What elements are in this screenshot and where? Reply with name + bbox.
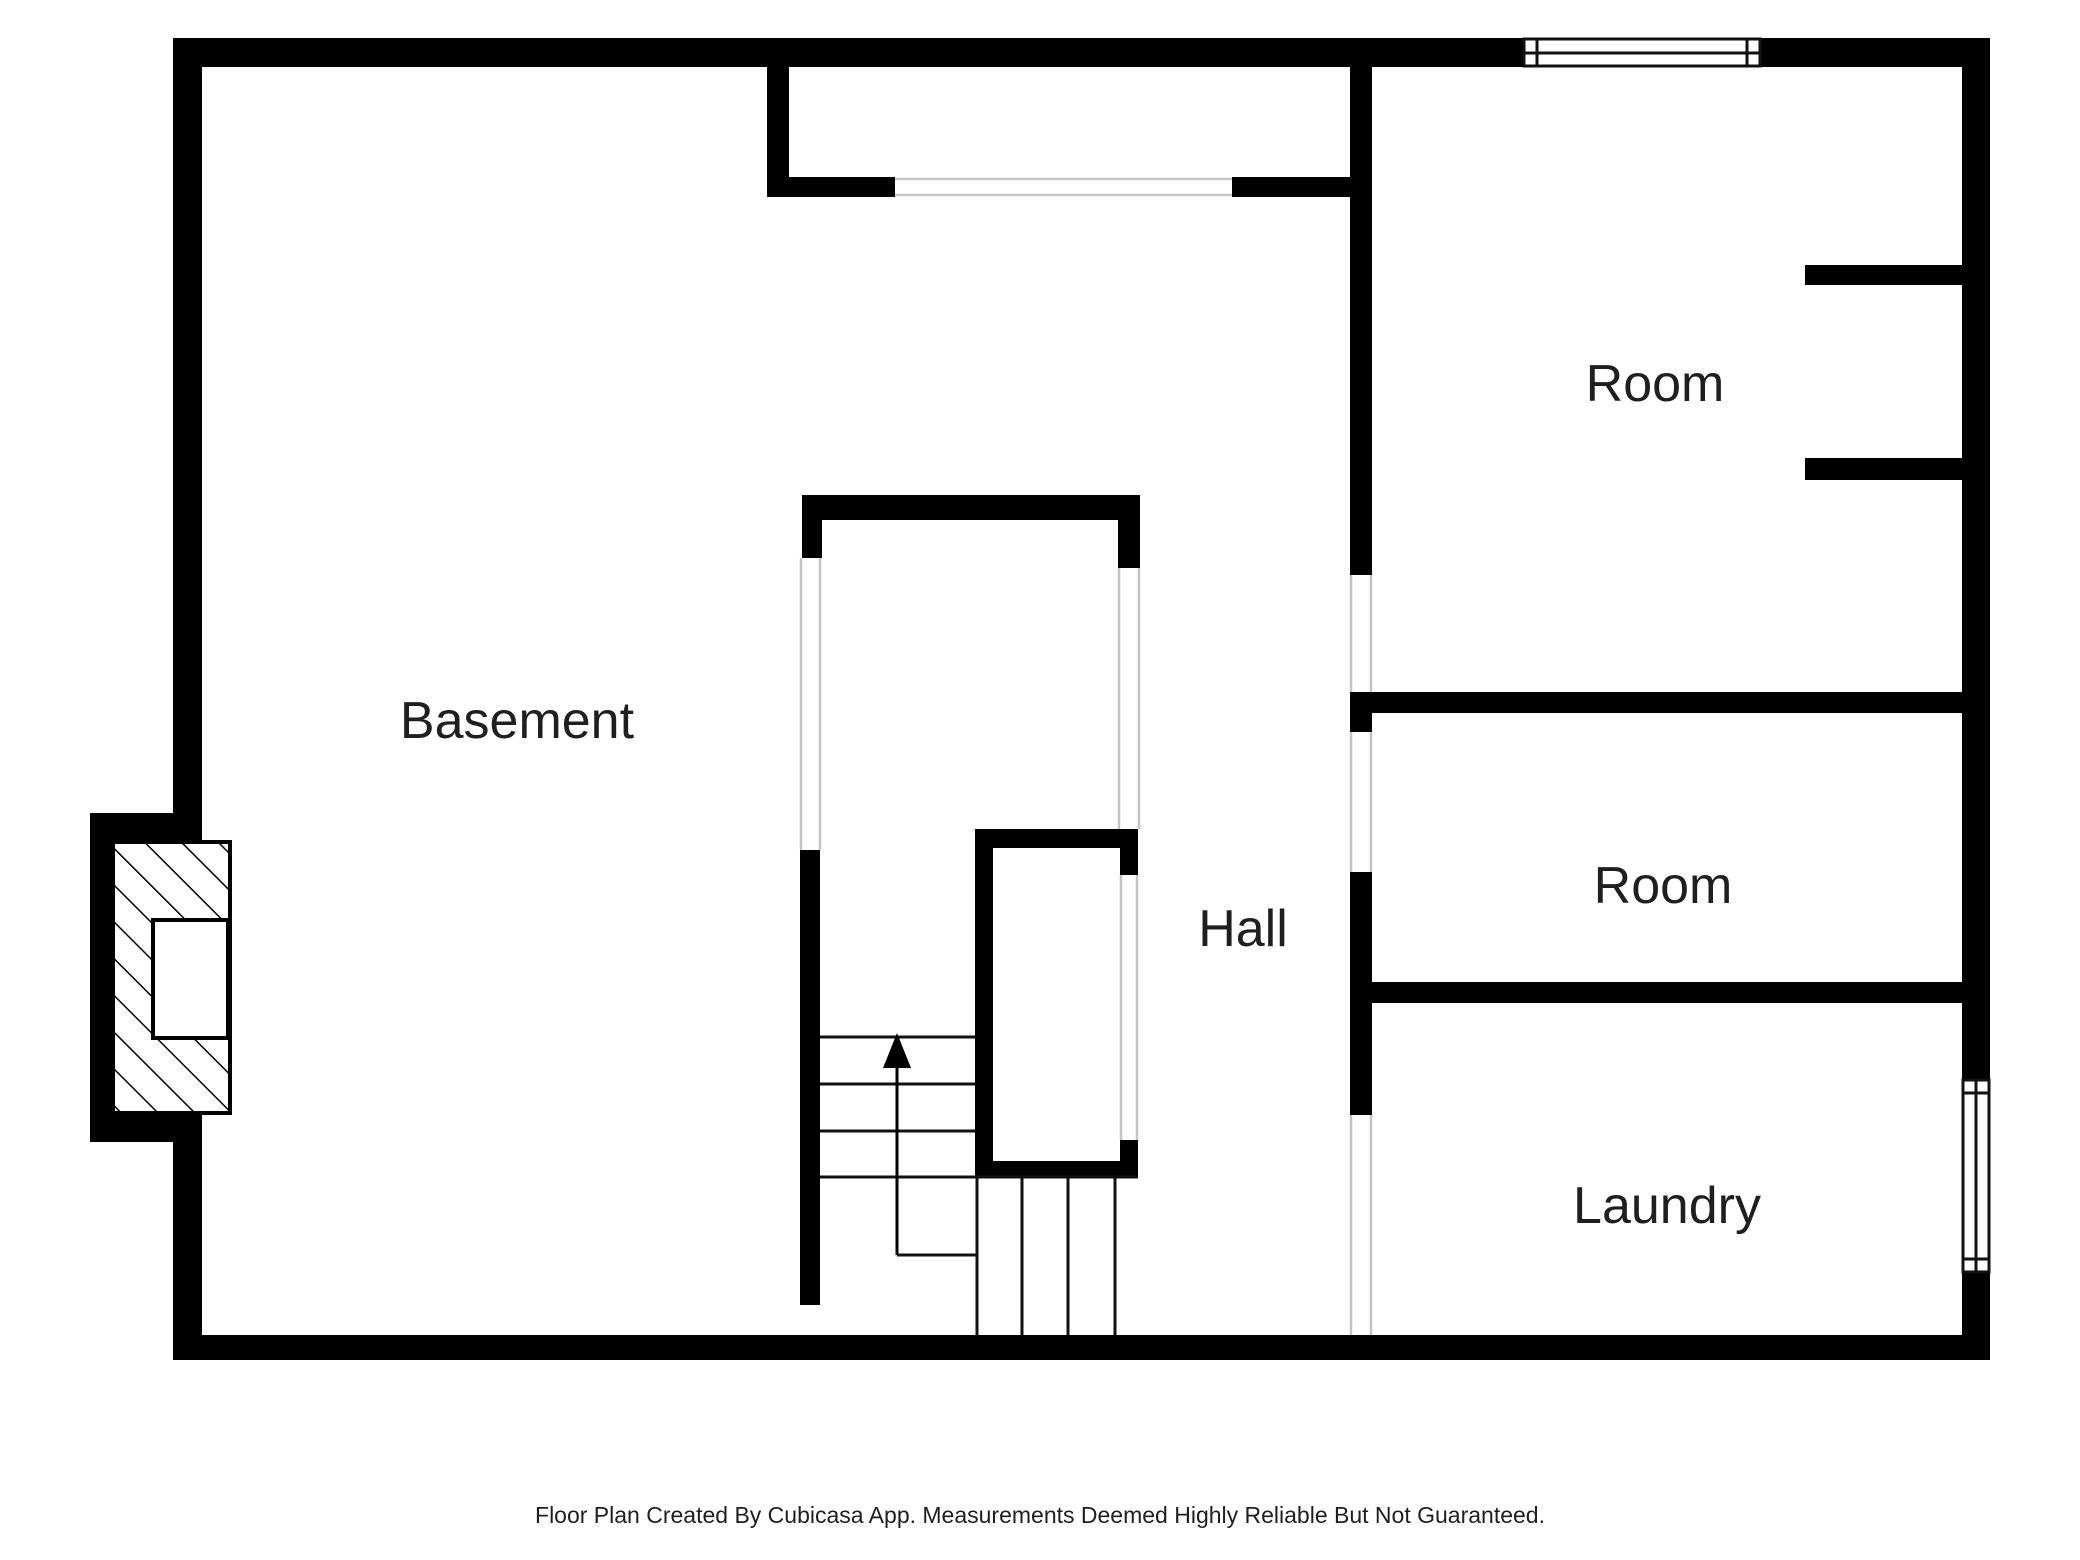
wall-top-right-segment bbox=[1760, 38, 1990, 67]
room-middle-label: Room bbox=[1594, 857, 1733, 915]
chimney-bottom-bar bbox=[90, 1113, 202, 1142]
wall-notch-horizontal-west bbox=[767, 177, 895, 197]
wall-bottom bbox=[173, 1335, 1990, 1360]
wall-closet-stub-upper bbox=[1805, 265, 1962, 285]
wall-openings bbox=[799, 177, 1373, 1335]
laundry-label: Laundry bbox=[1573, 1177, 1761, 1235]
wall-landing-left bbox=[975, 848, 993, 1178]
exterior-walls bbox=[173, 38, 1990, 1360]
up-arrow-icon bbox=[883, 1033, 911, 1255]
wall-landing-bottom bbox=[975, 1161, 1138, 1178]
room-labels: Basement Hall Room Room Laundry bbox=[400, 355, 1761, 1235]
wall-divider-room2-laundry bbox=[1372, 982, 1962, 1003]
wall-landing-top-right-stub bbox=[1120, 848, 1138, 875]
wall-left-upper bbox=[173, 38, 202, 842]
staircase bbox=[820, 1033, 1138, 1335]
wall-right-upper bbox=[1962, 38, 1990, 1080]
wall-left-lower bbox=[173, 1113, 202, 1360]
wall-top-left-segment bbox=[173, 38, 1524, 67]
wall-divider-stub bbox=[1350, 713, 1372, 732]
wall-notch-horizontal-east bbox=[1232, 177, 1352, 197]
wall-stairwell-right-stub bbox=[1118, 520, 1140, 568]
basement-label: Basement bbox=[400, 692, 635, 750]
wall-hall-vertical-upper bbox=[1350, 67, 1372, 575]
chimney-left-bar bbox=[90, 813, 113, 1142]
fireplace bbox=[90, 813, 232, 1142]
interior-walls bbox=[767, 67, 1962, 1115]
up-arrow-head bbox=[883, 1033, 911, 1068]
wall-closet-stub-lower bbox=[1805, 458, 1962, 480]
stairwell-walls bbox=[800, 495, 1140, 1305]
wall-stairwell-left-stub bbox=[802, 520, 822, 558]
window-top bbox=[1522, 37, 1762, 68]
hall-label: Hall bbox=[1198, 900, 1288, 958]
room-top-label: Room bbox=[1586, 355, 1725, 413]
wall-landing-bottom-right-stub bbox=[1120, 1140, 1138, 1161]
wall-stairwell-top bbox=[802, 495, 1140, 520]
footer-attribution: Floor Plan Created By Cubicasa App. Meas… bbox=[535, 1502, 1545, 1528]
firebox bbox=[151, 918, 230, 1040]
wall-divider-room1-room2 bbox=[1350, 692, 1962, 713]
wall-notch-vertical bbox=[767, 67, 789, 197]
wall-hall-vertical-mid bbox=[1350, 872, 1372, 1115]
wall-right-lower bbox=[1962, 1272, 1990, 1360]
window-right-laundry bbox=[1961, 1078, 1991, 1274]
wall-landing-top bbox=[975, 829, 1138, 848]
wall-stairwell-left bbox=[800, 850, 820, 1305]
